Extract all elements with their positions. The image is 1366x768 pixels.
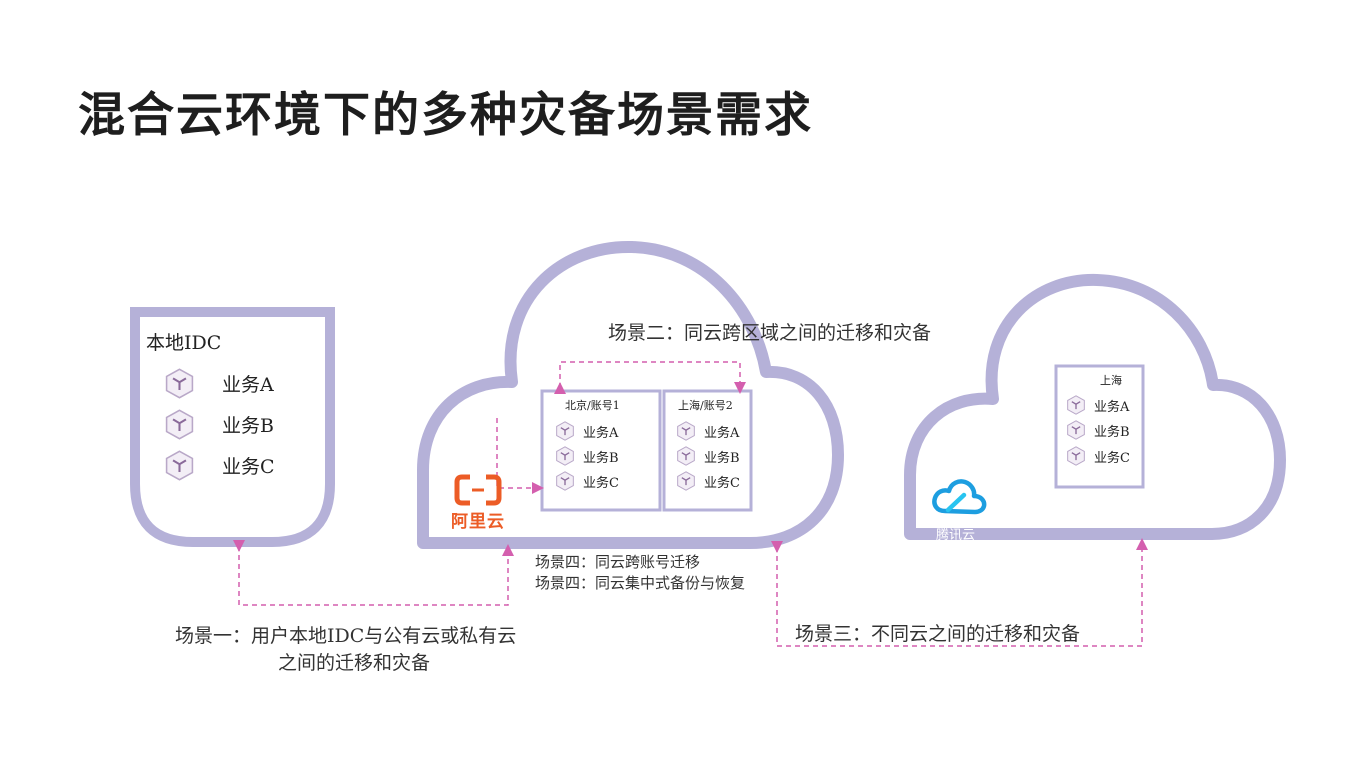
beijing-service-label: 业务A [583, 425, 619, 441]
idc-service-a: 业务A [164, 368, 274, 399]
beijing-service-a: 业务A [555, 421, 618, 441]
shanghai-aliyun-service-b: 业务B [676, 446, 740, 466]
shanghai-aliyun-service-label: 业务A [704, 425, 740, 441]
beijing-service-b: 业务B [555, 446, 619, 466]
idc-title: 本地IDC [146, 332, 222, 354]
cube-icon [165, 450, 194, 481]
cube-icon [1067, 446, 1085, 466]
beijing-service-label: 业务C [583, 475, 619, 491]
region-title-beijing: 北京/账号1 [565, 399, 620, 412]
tencent-service-label: 业务C [1094, 450, 1130, 466]
scene1-connector [233, 540, 514, 606]
shanghai-aliyun-service-label: 业务B [704, 450, 740, 466]
scene4-connector [496, 418, 544, 494]
aliyun-cloud [417, 240, 844, 549]
cube-icon [677, 421, 695, 441]
shanghai-aliyun-service-c: 业务C [676, 471, 740, 491]
scene1-label-1: 场景一：用户本地IDC与公有云或私有云 [175, 625, 517, 647]
cube-icon [1067, 395, 1085, 415]
cube-icon [165, 409, 194, 440]
tencent-service-b: 业务B [1066, 420, 1130, 440]
region-title-shanghai-aliyun: 上海/账号2 [678, 399, 733, 412]
cube-icon [556, 471, 574, 491]
scene2-connector [554, 361, 746, 394]
idc-service-c: 业务C [164, 450, 275, 481]
cube-icon [556, 446, 574, 466]
scene4-label-1: 场景四：同云跨账号迁移 [535, 553, 701, 571]
region-title-shanghai-tencent: 上海 [1100, 374, 1122, 387]
cube-icon [165, 368, 194, 399]
scene3-connector [771, 538, 1148, 647]
scene2-label: 场景二：同云跨区域之间的迁移和灾备 [608, 322, 932, 344]
cube-icon [677, 446, 695, 466]
cube-icon [1067, 420, 1085, 440]
tencent-service-label: 业务B [1094, 424, 1130, 440]
scene1-label-2: 之间的迁移和灾备 [278, 652, 431, 674]
scene3-label: 场景三：不同云之间的迁移和灾备 [795, 623, 1081, 645]
cube-icon [677, 471, 695, 491]
scene4-label-2: 场景四：同云集中式备份与恢复 [535, 574, 746, 592]
page-title: 混合云环境下的多种灾备场景需求 [78, 88, 813, 143]
idc-service-label: 业务A [222, 374, 274, 396]
idc-service-label: 业务C [222, 456, 275, 478]
tencent-logo-text: 腾讯云 [936, 528, 976, 543]
shanghai-aliyun-service-a: 业务A [676, 421, 739, 441]
tencent-cloud [904, 273, 1286, 540]
aliyun-logo-icon [454, 474, 502, 506]
aliyun-logo-text: 阿里云 [451, 512, 505, 532]
beijing-service-c: 业务C [555, 471, 619, 491]
cube-icon [556, 421, 574, 441]
beijing-service-label: 业务B [583, 450, 619, 466]
shanghai-aliyun-service-label: 业务C [704, 475, 740, 491]
idc-service-b: 业务B [164, 409, 274, 440]
tencent-service-a: 业务A [1066, 395, 1129, 415]
tencent-service-label: 业务A [1094, 399, 1130, 415]
idc-service-label: 业务B [222, 415, 274, 437]
tencent-cloud-logo-icon [932, 479, 987, 515]
tencent-service-c: 业务C [1066, 446, 1130, 466]
